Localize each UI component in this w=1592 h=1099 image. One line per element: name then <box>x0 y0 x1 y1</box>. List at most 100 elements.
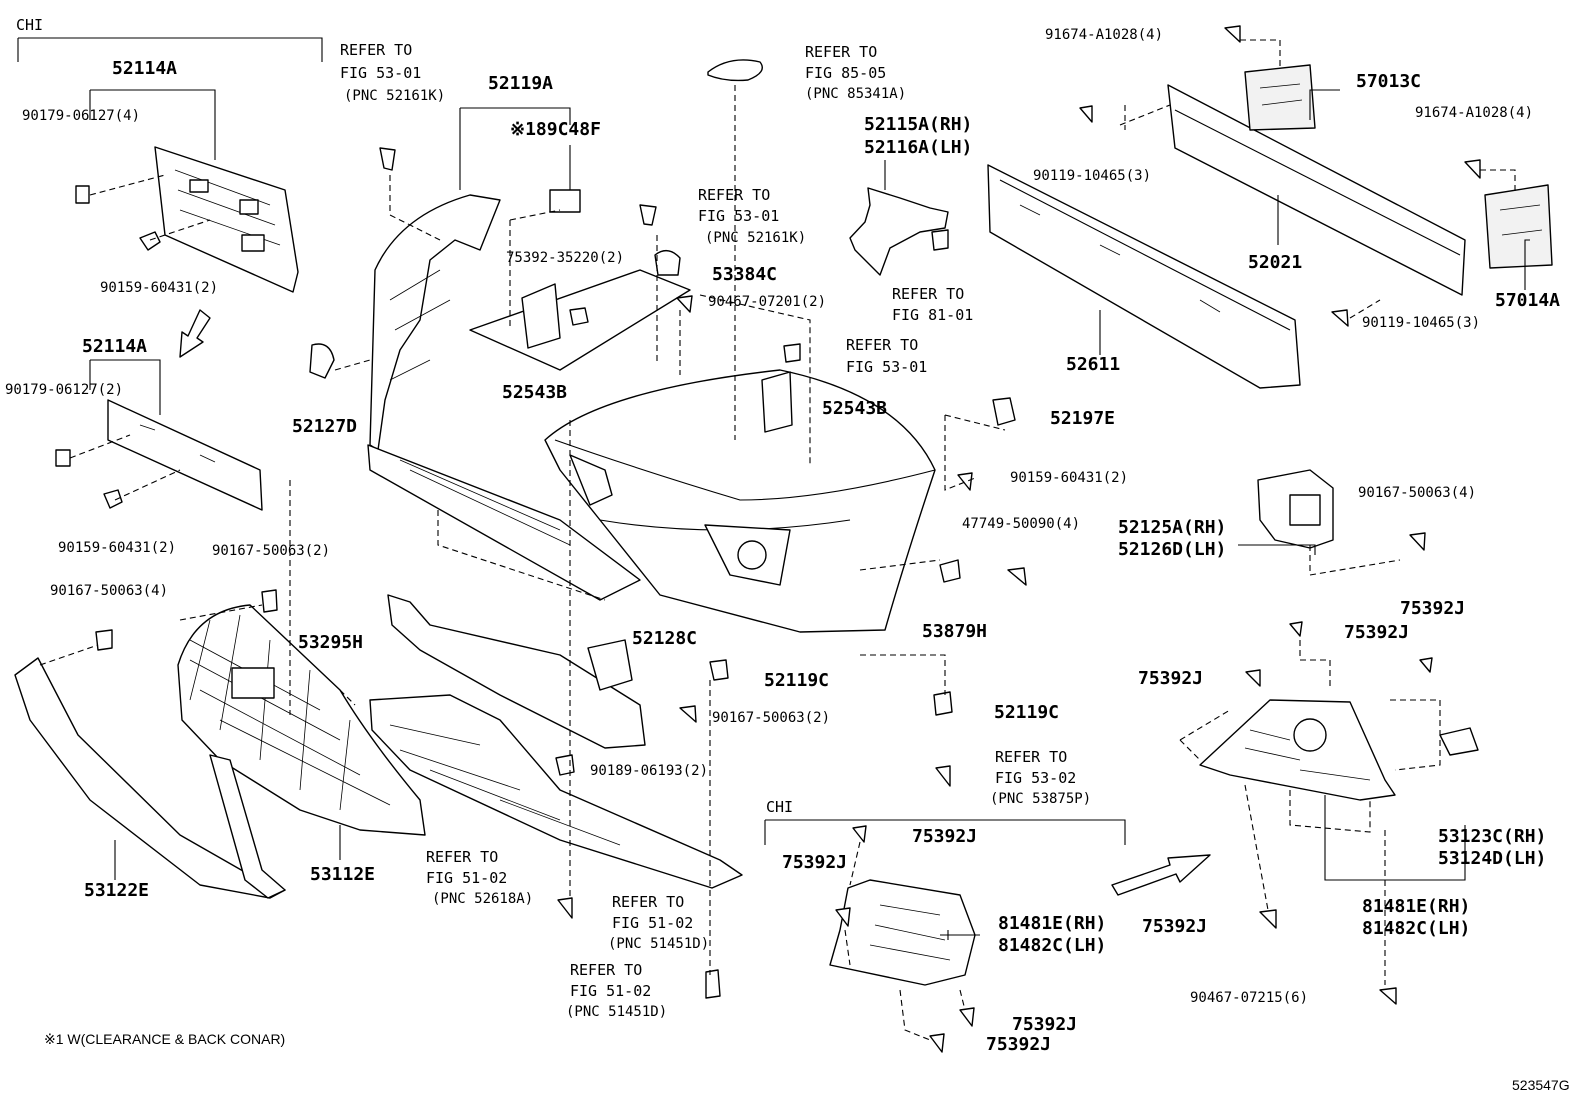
under-cover <box>369 694 743 889</box>
callout: FIG 53-01 <box>698 207 779 225</box>
callout: REFER TO <box>892 285 964 303</box>
callout: FIG 53-01 <box>340 64 421 82</box>
callout: 81482C(LH) <box>998 935 1106 956</box>
callout: 90467-07201(2) <box>708 294 826 310</box>
callout: 52126D(LH) <box>1118 539 1226 560</box>
callout: FIG 51-02 <box>426 869 507 887</box>
callout: 57014A <box>1495 290 1560 311</box>
callout: 47749-50090(4) <box>962 516 1080 532</box>
callout: ※189C48F <box>510 119 601 140</box>
callout: REFER TO <box>340 41 412 59</box>
leader-lines <box>17 37 1530 1041</box>
fog-cover-right <box>1199 699 1396 801</box>
callout: 52119A <box>488 73 553 94</box>
callout: 90167-50063(2) <box>212 543 330 559</box>
callout: FIG 51-02 <box>570 982 651 1000</box>
callout: REFER TO <box>698 186 770 204</box>
callout: 75392J <box>1400 598 1465 619</box>
callout: 90119-10465(3) <box>1033 168 1151 184</box>
callout: 90159-60431(2) <box>1010 470 1128 486</box>
callout: 52115A(RH) <box>864 114 972 135</box>
callout: 90167-50063(2) <box>712 710 830 726</box>
callout: (PNC 85341A) <box>805 86 906 102</box>
bumper-spacer-left <box>521 283 561 349</box>
callout: 90467-07215(6) <box>1190 990 1308 1006</box>
callout: 53122E <box>84 880 149 901</box>
bumper-spacer-right <box>761 371 793 433</box>
fastener-icons <box>55 25 1481 1053</box>
callout: 53879H <box>922 621 987 642</box>
callout: REFER TO <box>805 43 877 61</box>
callout: 75392J <box>1012 1014 1077 1035</box>
callout: 75392J <box>782 852 847 873</box>
lower-grille-support <box>387 594 646 749</box>
callout: 53295H <box>298 632 363 653</box>
arrow-icon-right <box>1111 854 1211 896</box>
callout: 91674-A1028(4) <box>1415 105 1533 121</box>
callout-labels: CHI 52114A 90179-06127(4) 90159-60431(2)… <box>5 16 1570 1093</box>
callout: 57013C <box>1356 71 1421 92</box>
callout: 52119C <box>764 670 829 691</box>
tow-hook-cover <box>587 639 633 691</box>
callout: 90167-50063(4) <box>1358 485 1476 501</box>
callout: 52114A <box>82 336 147 357</box>
callout: 52116A(LH) <box>864 137 972 158</box>
group-label-chi: CHI <box>16 16 43 34</box>
fog-cover-mid <box>829 879 976 986</box>
callout: 52125A(RH) <box>1118 517 1226 538</box>
callout: 81481E(RH) <box>1362 896 1470 917</box>
callout: 81481E(RH) <box>998 913 1106 934</box>
callout: 90179-06127(4) <box>22 108 140 124</box>
callout: 52543B <box>822 398 887 419</box>
license-bracket-flat <box>107 399 263 511</box>
callout: (PNC 52618A) <box>432 891 533 907</box>
callout: (PNC 52161K) <box>705 230 806 246</box>
footnote: ※1 W(CLEARANCE & BACK CONAR) <box>44 1031 285 1047</box>
callout: FIG 85-05 <box>805 64 886 82</box>
callout: REFER TO <box>995 748 1067 766</box>
callout: 53124D(LH) <box>1438 848 1546 869</box>
callout: REFER TO <box>570 961 642 979</box>
callout: 52611 <box>1066 354 1120 375</box>
callout: FIG 53-01 <box>846 358 927 376</box>
callout: 90167-50063(4) <box>50 583 168 599</box>
callout: 90159-60431(2) <box>58 540 176 556</box>
callout: 52543B <box>502 382 567 403</box>
callout: (PNC 51451D) <box>566 1004 667 1020</box>
fog-bracket-window <box>1289 494 1321 526</box>
callout: 90189-06193(2) <box>590 763 708 779</box>
callout: 75392J <box>1142 916 1207 937</box>
grille-molding-right <box>209 754 286 899</box>
callout: 52119C <box>994 702 1059 723</box>
callout: 53112E <box>310 864 375 885</box>
callout: 52197E <box>1050 408 1115 429</box>
callout: FIG 51-02 <box>612 914 693 932</box>
callout: 75392J <box>986 1034 1051 1055</box>
radiator-grille <box>177 604 426 836</box>
energy-absorber <box>987 164 1301 389</box>
callout: 75392-35220(2) <box>506 250 624 266</box>
group-label-chi: CHI <box>766 798 793 816</box>
callout: REFER TO <box>846 336 918 354</box>
fog-cover-clip <box>1439 727 1479 756</box>
callout: 53384C <box>712 264 777 285</box>
callout: FIG 81-01 <box>892 306 973 324</box>
figure-id: 523547G <box>1512 1077 1570 1093</box>
callout: (PNC 52161K) <box>344 88 445 104</box>
callout: 52127D <box>292 416 357 437</box>
callout: REFER TO <box>426 848 498 866</box>
callout: 75392J <box>1138 668 1203 689</box>
bumper-cover <box>544 369 936 633</box>
callout: 75392J <box>912 826 977 847</box>
callout: (PNC 53875P) <box>990 791 1091 807</box>
callout: 75392J <box>1344 622 1409 643</box>
callout: 90179-06127(2) <box>5 382 123 398</box>
callout: 91674-A1028(4) <box>1045 27 1163 43</box>
callout: 90119-10465(3) <box>1362 315 1480 331</box>
license-bracket-top <box>154 146 299 293</box>
callout: 53123C(RH) <box>1438 826 1546 847</box>
callout: REFER TO <box>612 893 684 911</box>
callout: 52128C <box>632 628 697 649</box>
callout: 90159-60431(2) <box>100 280 218 296</box>
